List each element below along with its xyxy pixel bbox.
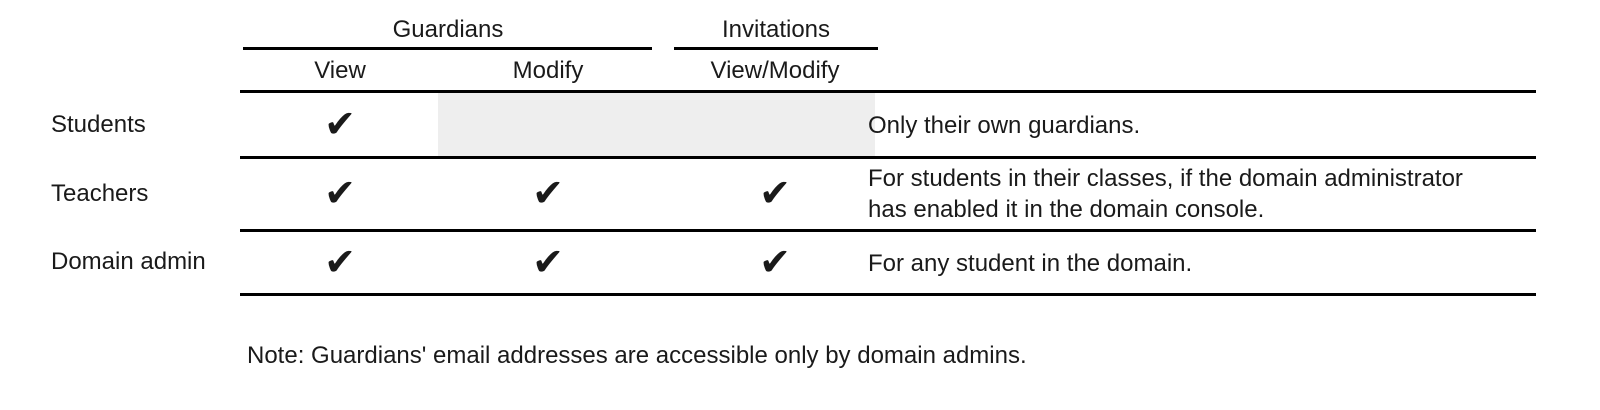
row-description-teachers: For students in their classes, if the do… <box>868 165 1463 223</box>
check-icon-teachers-invitations: ✔ <box>759 171 791 215</box>
row-description-students: Only their own guardians. <box>868 112 1141 139</box>
column-group-header-guardians: Guardians <box>392 16 504 43</box>
column-header-view-modify: View/Modify <box>710 57 840 84</box>
row-label-domain-admin: Domain admin <box>51 248 206 275</box>
check-icon-domain-admin-invitations: ✔ <box>759 240 791 284</box>
table-rule-header-bottom <box>240 90 1536 93</box>
table-rule-after-students <box>240 156 1536 159</box>
table-rule-bottom <box>240 293 1536 296</box>
column-header-modify: Modify <box>512 57 584 84</box>
group-rule-invitations <box>674 47 878 50</box>
cell-shade-students-modify <box>438 93 875 157</box>
check-icon-teachers-guardians-view: ✔ <box>324 171 356 215</box>
check-icon-domain-admin-guardians-view: ✔ <box>324 240 356 284</box>
check-icon-domain-admin-guardians-modify: ✔ <box>532 240 564 284</box>
column-header-view: View <box>314 57 366 84</box>
row-description-domain-admin: For any student in the domain. <box>868 250 1193 277</box>
footnote-text: Note: Guardians' email addresses are acc… <box>247 342 1027 369</box>
group-rule-guardians <box>243 47 652 50</box>
table-rule-after-teachers <box>240 229 1536 232</box>
column-group-header-invitations: Invitations <box>721 16 831 43</box>
check-icon-teachers-guardians-modify: ✔ <box>532 171 564 215</box>
row-label-students: Students <box>51 111 146 138</box>
check-icon-students-guardians-view: ✔ <box>324 102 356 146</box>
row-label-teachers: Teachers <box>51 180 149 207</box>
